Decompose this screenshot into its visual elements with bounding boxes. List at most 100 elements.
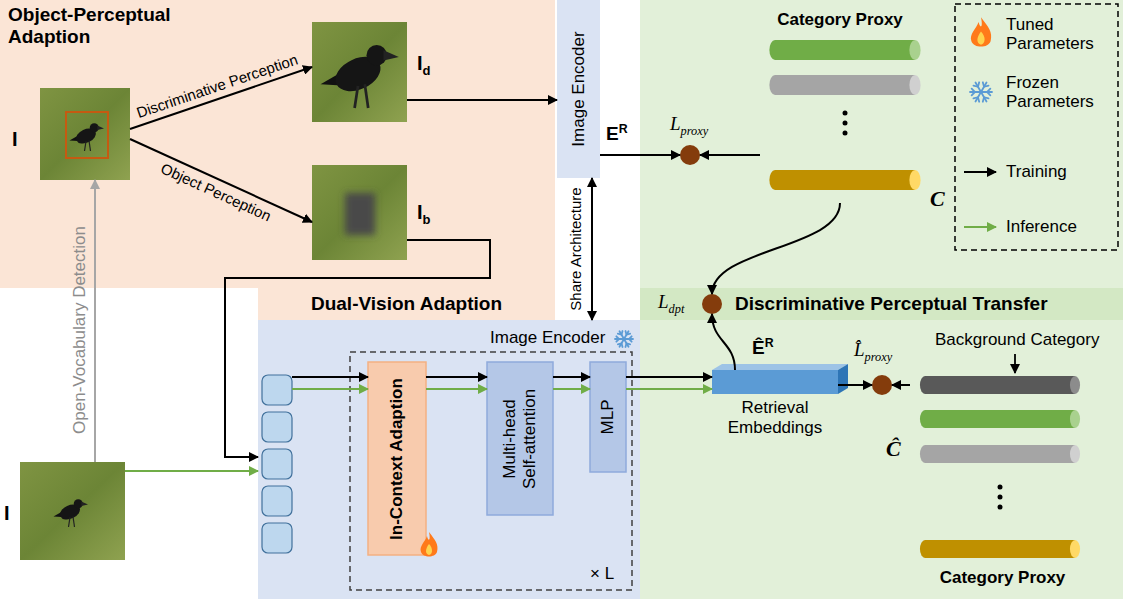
subscript: proxy [865,350,893,364]
ellipsis-dots-part [998,495,1003,500]
proxy-title: Category Proxy [760,10,920,30]
connector-arrow [553,388,590,390]
image-node: Id [312,22,407,122]
encoder-block-shape [557,0,600,178]
proxy-cylinder [920,445,1080,463]
snowflake-icon-part [973,81,990,103]
proxy-cylinder-part [775,75,915,95]
proxy-cylinder-part [909,170,920,190]
proxy-cylinder-part [775,170,915,190]
encoder-block: Image Encoder [557,0,600,178]
edge-label: Open-Vocabulary Detection [70,226,90,434]
snowflake-icon-part-part [624,342,630,347]
crow-figure [321,45,399,108]
block-label: Multi-head Self-attention [500,386,539,491]
adapter-block-shape-part [368,362,426,555]
base-letter: L̂ [854,339,865,360]
ground-panel [640,0,1123,288]
token-arrow [292,376,368,378]
loss-node-shape [680,145,700,165]
ellipsis-dots-part [843,131,848,136]
connector-arrow [700,154,760,156]
adapter-block-shape [368,362,426,555]
subscript: dpt [669,302,685,316]
layer-group: In-Context Adaption Multi-head Self-atten… [350,352,632,590]
proxy-group: Category Proxy [910,365,1095,595]
mlp-block: MLP [590,362,626,472]
detection-box [66,112,108,158]
token-arrow [292,388,368,390]
snowflake-icon-part-part [618,331,624,336]
encoder-label: Image Encoder [490,328,605,348]
crow-figure-part [69,517,71,527]
image-label: I [12,128,18,151]
connector-arrow [426,376,487,378]
token-column-part [262,486,292,516]
proxy-cylinder-part [909,40,920,60]
proxy-cylinder-part [909,75,920,95]
embedding-symbol: ÊR [752,336,774,359]
embedding-bar-shape [712,370,838,394]
loss-node-shape-part [872,375,892,395]
edge-label: Share Architecture [567,187,584,310]
loss-node-shape [872,375,892,395]
snowflake-icon-part-part [976,82,987,101]
snowflake-icon-part-part [973,82,980,88]
encoder-panel-shape [258,320,640,599]
proxy-group: Category Proxy [760,8,920,203]
crow-figure [54,499,89,527]
connector-arrow [712,203,840,294]
proxy-cylinder-part [925,540,1075,558]
proxy-symbol: C [930,186,945,211]
encoder-label: Image Encoder [569,9,589,169]
layer-group-shape [350,352,632,590]
ellipsis-dots [998,485,1003,510]
snowflake-icon-part-part [620,331,629,347]
proxy-symbol: Ĉ [886,436,901,461]
snowflake-icon-part [973,81,990,103]
encoder-panel: In-Context Adaption Multi-head Self-atten… [258,320,640,599]
image-label: Ib [417,201,431,228]
legend-sample [962,205,1000,249]
proxy-cylinder-part [925,445,1075,463]
connector-arrow [626,376,712,378]
base-letter: E [606,123,619,144]
connector-arrow [94,180,96,462]
image-node: Ib [312,165,407,260]
connector-arrow [626,388,712,390]
proxy-cylinder-part [775,40,915,60]
image-label: Id [417,52,431,79]
base-letter: L [670,113,681,134]
bar-top-face [712,364,848,370]
block-label: In-Context Adaption [387,368,407,549]
legend-sample [962,150,1000,194]
snowflake-icon-part-part [620,331,629,347]
loss-node-shape-part [702,294,722,314]
token-column [262,375,292,553]
connector-arrow [426,388,487,390]
proxy-cylinder-part [925,410,1075,428]
region-title: Object-Perceptual Adaption [8,4,208,48]
legend-label: Tuned Parameters [1006,15,1114,54]
fire-icon-part [426,544,432,555]
proxy-cylinder [769,75,920,95]
legend-label: Inference [1006,217,1114,237]
ellipsis-dots-part [843,111,848,116]
snowflake-icon-part-part [981,96,988,102]
crow-figure-part [97,126,104,131]
ellipsis-dots [843,111,848,136]
ellipsis-dots-part [998,485,1003,490]
attention-block: Multi-head Self-attention [487,362,553,515]
loss-label: Lproxy [670,113,708,138]
base-letter: Ê [752,337,765,358]
superscript: R [619,122,628,136]
proxy-cylinder [769,40,920,60]
proxy-cylinder [920,410,1080,428]
token-column-part [262,449,292,479]
crow-figure-part [355,86,358,108]
edge-label: Discriminative Perception [134,51,300,122]
snowflake-icon-part-part [972,89,975,96]
